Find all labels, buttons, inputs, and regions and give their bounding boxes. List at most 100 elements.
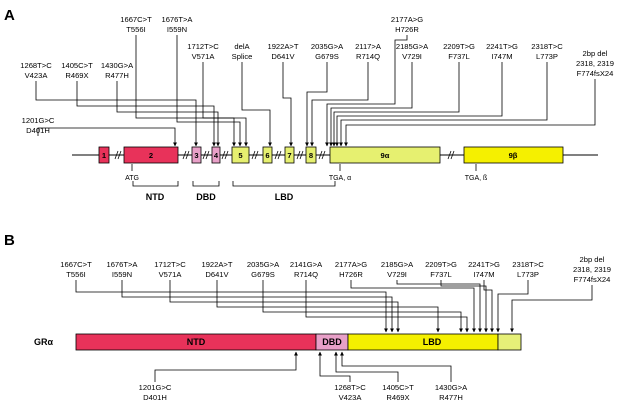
mutation-label-a-2bpdel: 2bp del 2318, 2319 F774fsX24 [576,49,614,78]
svg-text:T556I: T556I [126,25,145,34]
exon-5: 5 [231,146,250,164]
svg-text:2117>A: 2117>A [355,42,382,51]
svg-text:5: 5 [238,151,243,160]
svg-text:1712T>C: 1712T>C [154,260,186,269]
svg-text:2318T>C: 2318T>C [512,260,544,269]
svg-text:1922A>T: 1922A>T [201,260,232,269]
svg-text:NTD: NTD [187,337,206,347]
svg-text:6: 6 [265,151,269,160]
exon-9-alpha: 9α [329,146,441,164]
svg-text:H726R: H726R [339,270,363,279]
tga-beta-label: TGA, ß [465,175,488,182]
svg-text:D641V: D641V [271,52,295,61]
protein-domain-ntd: NTD [75,333,317,351]
svg-text:2bp del: 2bp del [583,49,608,58]
svg-text:F774fsX24: F774fsX24 [577,69,614,78]
exon-2: 2 [123,146,179,164]
protein-c-terminal-segment [497,333,522,351]
svg-text:V423A: V423A [339,393,363,402]
mutation-label-a-2209: 2209T>G F737L [443,42,475,61]
svg-text:1268T>C: 1268T>C [334,383,366,392]
svg-text:2241T>G: 2241T>G [468,260,500,269]
svg-text:D401H: D401H [143,393,167,402]
svg-text:R469X: R469X [386,393,409,402]
svg-text:1430G>A: 1430G>A [435,383,468,392]
svg-text:I559N: I559N [112,270,132,279]
svg-text:1: 1 [102,151,107,160]
domain-bracket-lbd: LBD [232,181,336,202]
svg-text:2141G>A: 2141G>A [290,260,323,269]
svg-text:DBD: DBD [322,337,342,347]
domain-bracket-dbd: DBD [192,181,220,202]
mutation-pointers-b-top [75,280,593,333]
mutation-label-b-1667: 1667C>T T556I [60,260,92,279]
svg-text:9β: 9β [509,151,518,160]
svg-text:V571A: V571A [159,270,183,279]
svg-text:H726R: H726R [395,25,419,34]
svg-text:LBD: LBD [423,337,442,347]
exon-1: 1 [98,146,110,164]
exon-7: 7 [284,146,295,164]
svg-text:V729I: V729I [387,270,407,279]
protein-label: GRα [34,337,54,347]
svg-text:2bp del: 2bp del [580,255,605,264]
protein-domain-lbd: LBD [347,333,499,351]
svg-text:1922A>T: 1922A>T [267,42,298,51]
svg-text:DBD: DBD [196,192,216,202]
svg-text:2318T>C: 2318T>C [531,42,563,51]
mutation-label-b-1405: 1405C>T R469X [382,383,414,402]
svg-text:R469X: R469X [65,71,88,80]
svg-text:R477H: R477H [439,393,463,402]
svg-text:2318, 2319: 2318, 2319 [573,265,611,274]
mutation-label-b-1922: 1922A>T D641V [201,260,232,279]
mutation-label-a-2241: 2241T>G I747M [486,42,518,61]
svg-text:1405C>T: 1405C>T [382,383,414,392]
svg-text:NTD: NTD [146,192,165,202]
mutation-label-a-1430: 1430G>A R477H [101,61,134,80]
svg-text:T556I: T556I [66,270,85,279]
mutation-label-a-1667: 1667C>T T556I [120,15,152,34]
domain-bracket-ntd: NTD [132,181,179,202]
mutation-label-b-1676: 1676T>A I559N [106,260,138,279]
svg-text:1430G>A: 1430G>A [101,61,134,70]
svg-text:4: 4 [214,151,219,160]
mutation-pointers-a [35,35,596,147]
mutation-label-b-2141: 2141G>A R714Q [290,260,323,279]
svg-text:1667C>T: 1667C>T [60,260,92,269]
svg-text:V423A: V423A [25,71,49,80]
svg-text:I747M: I747M [473,270,494,279]
svg-text:2185G>A: 2185G>A [396,42,429,51]
svg-text:G679S: G679S [251,270,275,279]
svg-text:delA: delA [234,42,250,51]
mutation-pointers-b-bottom [154,351,452,382]
svg-text:F774fsX24: F774fsX24 [574,275,611,284]
svg-text:2209T>G: 2209T>G [425,260,457,269]
mutation-label-b-2035: 2035G>A G679S [247,260,280,279]
svg-text:R714Q: R714Q [356,52,380,61]
protein-domain-dbd: DBD [315,333,349,351]
svg-text:2: 2 [149,151,153,160]
svg-text:2241T>G: 2241T>G [486,42,518,51]
mutation-label-b-1268: 1268T>C V423A [334,383,366,402]
svg-text:L773P: L773P [536,52,558,61]
svg-text:1676T>A: 1676T>A [106,260,138,269]
svg-text:1201G>C: 1201G>C [22,116,55,125]
exon-8: 8 [305,146,317,164]
mutation-label-a-2117: 2117>A R714Q [355,42,382,61]
mutation-label-a-2177: 2177A>G H726R [391,15,423,34]
mutation-label-b-2185: 2185G>A V729I [381,260,414,279]
svg-text:L773P: L773P [517,270,539,279]
svg-text:2177A>G: 2177A>G [335,260,367,269]
mutation-label-b-1201: 1201G>C D401H [139,383,172,402]
mutation-label-a-1268: 1268T>C V423A [20,61,52,80]
mutation-label-a-1405: 1405C>T R469X [61,61,93,80]
exon-3: 3 [191,146,202,164]
svg-text:2209T>G: 2209T>G [443,42,475,51]
mutation-label-b-2209: 2209T>G F737L [425,260,457,279]
svg-text:1712T>C: 1712T>C [187,42,219,51]
svg-text:8: 8 [309,151,313,160]
mutation-label-b-2318: 2318T>C L773P [512,260,544,279]
atg-label: ATG [125,175,139,182]
mutation-label-b-2bpdel: 2bp del 2318, 2319 F774fsX24 [573,255,611,284]
svg-text:2035G>A: 2035G>A [247,260,280,269]
